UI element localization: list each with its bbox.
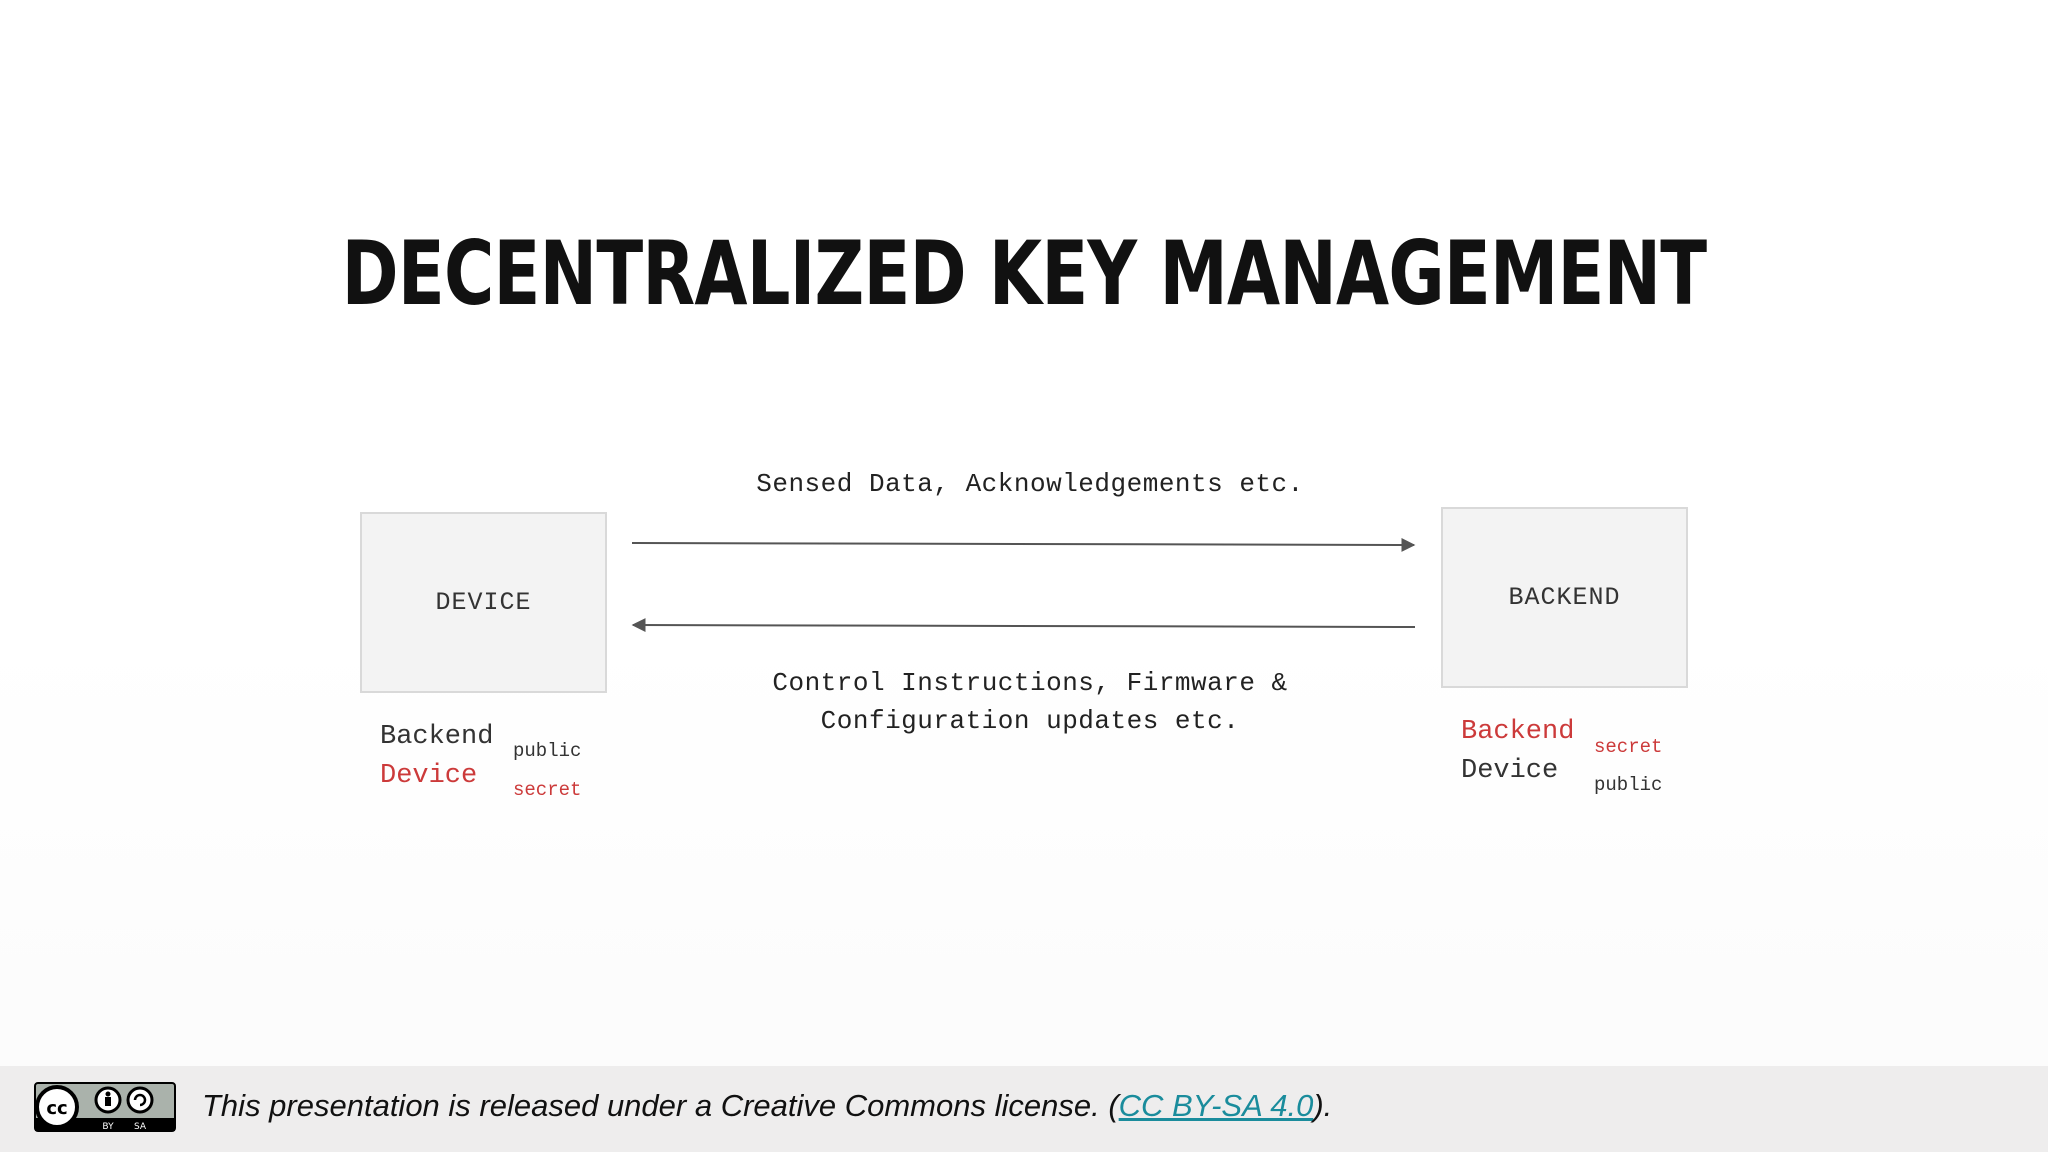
slide-title: DECENTRALIZED KEY MANAGEMENT — [341, 222, 1707, 325]
backend-box: BACKEND — [1441, 507, 1688, 688]
device-key-device-owner: Device — [380, 761, 478, 791]
device-key-backend-owner: Backend — [380, 722, 494, 752]
cc-by-sa-icon[interactable]: cc BY SA — [34, 1082, 176, 1132]
flow-label-device-to-backend: Sensed Data, Acknowledgements etc. — [756, 469, 1304, 499]
svg-text:SA: SA — [134, 1122, 147, 1132]
svg-text:cc: cc — [46, 1098, 67, 1119]
license-footer: cc BY SA This presentation is released u… — [0, 1066, 2048, 1152]
backend-key-backend-type: secret — [1594, 736, 1663, 758]
svg-text:BY: BY — [102, 1122, 114, 1132]
license-link[interactable]: CC BY-SA 4.0 — [1118, 1088, 1314, 1123]
license-text-suffix: ). — [1313, 1088, 1333, 1123]
device-box: DEVICE — [360, 512, 607, 693]
flow-label-backend-to-device: Control Instructions, Firmware & Configu… — [600, 664, 1460, 740]
device-key-backend-type: public — [513, 740, 582, 762]
backend-key-device-type: public — [1594, 774, 1663, 796]
flow-label-line-2: Configuration updates etc. — [820, 706, 1240, 736]
backend-key-backend-owner: Backend — [1461, 717, 1575, 747]
arrow-backend-to-device — [631, 618, 1416, 633]
backend-key-device-owner: Device — [1461, 756, 1559, 786]
license-text: This presentation is released under a Cr… — [202, 1088, 1332, 1124]
device-key-device-type: secret — [513, 779, 582, 801]
flow-label-line-1: Control Instructions, Firmware & — [772, 668, 1288, 698]
license-text-prefix: This presentation is released under a Cr… — [202, 1088, 1119, 1123]
arrow-device-to-backend — [631, 537, 1416, 552]
